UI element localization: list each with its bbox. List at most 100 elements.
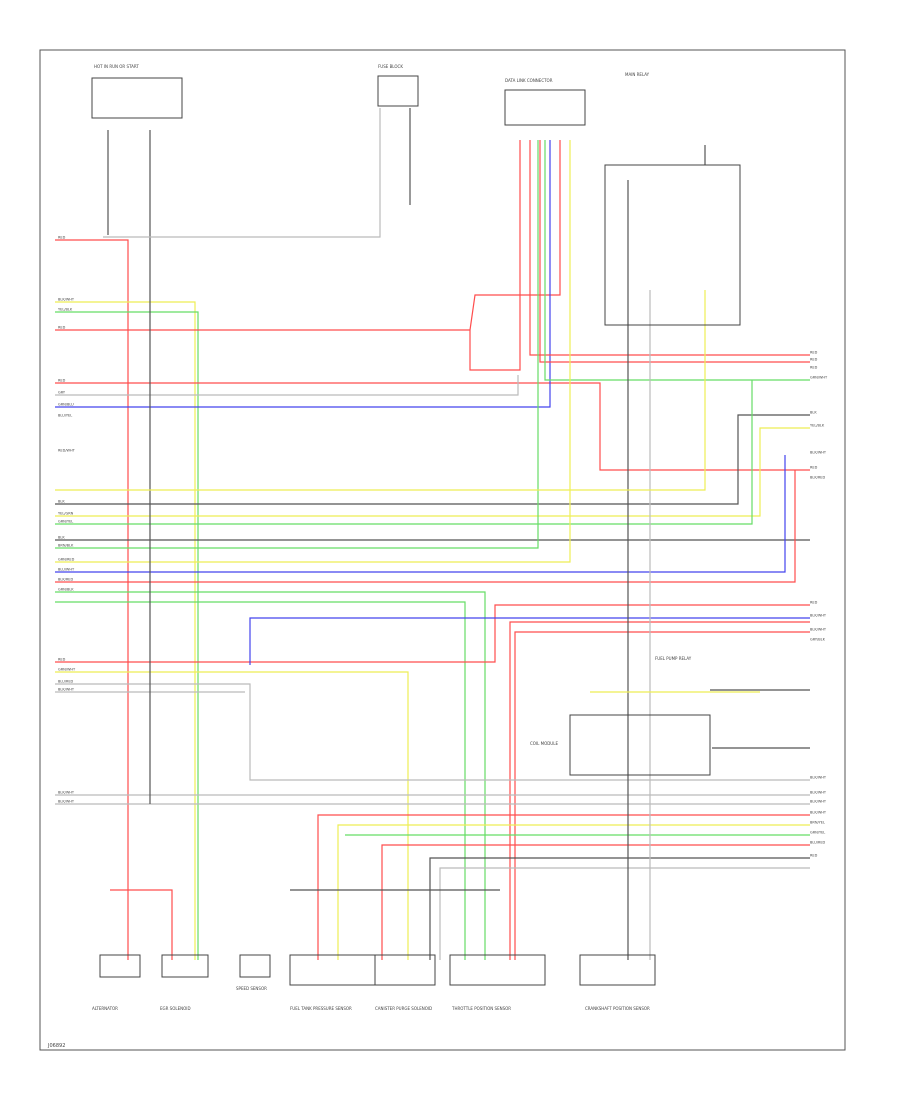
wire-9: [55, 140, 551, 408]
main-relay-label: MAIN RELAY: [625, 72, 650, 77]
right-wire-label: GRN/WHT: [810, 376, 828, 380]
wire-12: [544, 140, 810, 381]
right-wire-label: BLK/WHT: [810, 614, 827, 618]
left-wire-label: BLU/WHT: [58, 568, 75, 572]
left-wire-label: BLU/YEL: [58, 414, 72, 418]
diagram-frame: [39, 49, 846, 1051]
wire-3: [55, 311, 199, 960]
left-wire-label: BLK/WHT: [58, 791, 75, 795]
wire-41: [439, 867, 810, 960]
wire-24: [249, 617, 810, 665]
power-junction-box: [91, 77, 183, 119]
left-wire-label: BLK/RED: [58, 578, 73, 582]
wire-5: [469, 140, 561, 331]
bottom-label-c1: ALTERNATOR: [92, 1006, 118, 1011]
diagram-code: J06892: [47, 1043, 65, 1049]
left-wire-label: RED: [58, 236, 66, 240]
left-wire-label: BLK/WHT: [58, 688, 75, 692]
component-labels: HOT IN RUN OR START FUSE BLOCK DATA LINK…: [92, 64, 692, 1011]
left-wire-label: BRN/BLK: [58, 544, 74, 548]
component-box-c7: [579, 954, 656, 986]
left-wire-label: GRN/BLU: [58, 403, 74, 407]
right-wire-label: BLK/WHT: [810, 628, 827, 632]
right-wire-label: GRY/BLK: [810, 638, 826, 642]
bottom-label-c4: FUEL TANK PRESSURE SENSOR: [290, 1006, 352, 1011]
left-wire-label: BLK/WHT: [58, 298, 75, 302]
coil-module-label: COIL MODULE: [530, 741, 558, 746]
wire-21: [55, 591, 486, 960]
wire-10: [529, 140, 810, 356]
wire-8: [55, 375, 519, 396]
component-box-c6: [449, 954, 546, 986]
right-wire-label: GRN/YEL: [810, 831, 825, 835]
wire-14: [55, 427, 810, 517]
wire-11: [539, 140, 810, 363]
bottom-label-c3: SPEED SENSOR: [236, 986, 267, 991]
right-wire-label: BLU/RED: [810, 841, 826, 845]
wire-13: [55, 414, 810, 505]
bottom-label-c2: EGR SOLENOID: [160, 1006, 191, 1011]
left-wire-labels: RED BLK/WHT YEL/BLK RED RED GRY GRN/BLU BLU/YEL…: [58, 236, 76, 804]
right-wire-label: RED: [810, 351, 818, 355]
right-wire-label: BLK/WHT: [810, 776, 827, 780]
left-wire-label: BLK/WHT: [58, 800, 75, 804]
right-wire-label: BLK: [810, 411, 817, 415]
wire-20: [55, 470, 796, 583]
component-box-c4: [289, 954, 376, 986]
wire-28: [55, 683, 810, 781]
wire-15: [55, 380, 753, 525]
main-relay-box: [604, 164, 741, 326]
left-wire-label: RED: [58, 658, 66, 662]
bottom-label-c6: THROTTLE POSITION SENSOR: [451, 1006, 511, 1011]
component-layer: [91, 75, 741, 986]
fuel-pump-relay-label: FUEL PUMP RELAY: [655, 656, 692, 661]
wire-23: [55, 604, 810, 663]
wire-42: [110, 889, 173, 960]
right-wire-label: BLK/WHT: [810, 791, 827, 795]
left-wire-label: RED: [58, 326, 66, 330]
wire-46: [55, 290, 706, 491]
left-wire-label: GRN/WHT: [58, 668, 76, 672]
right-wire-label: RED: [810, 466, 818, 470]
wire-25: [509, 621, 810, 960]
left-wire-label: RED: [58, 379, 66, 383]
left-wire-label: GRN/BLK: [58, 588, 74, 592]
left-wire-label: GRY: [58, 391, 66, 395]
wire-7: [55, 382, 810, 471]
wire-6: [469, 140, 521, 371]
right-wire-label: BLK/RED: [810, 476, 825, 480]
right-wire-label: RED: [810, 366, 818, 370]
left-wire-label: BLK: [58, 500, 65, 504]
right-wire-label: RED: [810, 854, 818, 858]
bottom-label-c7: CRANKSHAFT POSITION SENSOR: [585, 1006, 650, 1011]
data-link-connector-box: [504, 89, 586, 126]
fuse-block-label: FUSE BLOCK: [378, 64, 403, 69]
wire-37: [337, 824, 810, 960]
fuse-block-box: [377, 75, 419, 107]
left-wire-label: RED/WHT: [58, 449, 76, 453]
wire-1: [55, 239, 129, 960]
wire-40: [429, 857, 810, 960]
left-wire-label: GRN/RED: [58, 558, 75, 562]
right-wire-label: YEL/BLK: [810, 424, 825, 428]
left-wire-label: YEL/BLK: [58, 308, 73, 312]
wire-34: [103, 108, 381, 238]
wire-27: [55, 671, 409, 960]
wire-26: [514, 631, 810, 960]
wire-2: [55, 301, 196, 960]
right-wire-labels: RED RED RED GRN/WHT BLK YEL/BLK BLK/WHT RED BLK/…: [810, 351, 828, 858]
right-relay-box: [569, 714, 711, 776]
wire-layer: [55, 108, 810, 960]
right-wire-label: BLK/WHT: [810, 451, 827, 455]
data-link-connector-label: DATA LINK CONNECTOR: [505, 78, 553, 83]
right-wire-label: RED: [810, 358, 818, 362]
component-box-c3: [239, 954, 271, 978]
right-wire-label: BRN/YEL: [810, 821, 825, 825]
component-box-c1: [99, 954, 141, 978]
right-wire-label: BLK/WHT: [810, 800, 827, 804]
component-box-c2: [161, 954, 209, 978]
right-wire-label: RED: [810, 601, 818, 605]
bottom-label-c5: CANISTER PURGE SOLENOID: [375, 1006, 432, 1011]
left-wire-label: GRN/YEL: [58, 520, 73, 524]
